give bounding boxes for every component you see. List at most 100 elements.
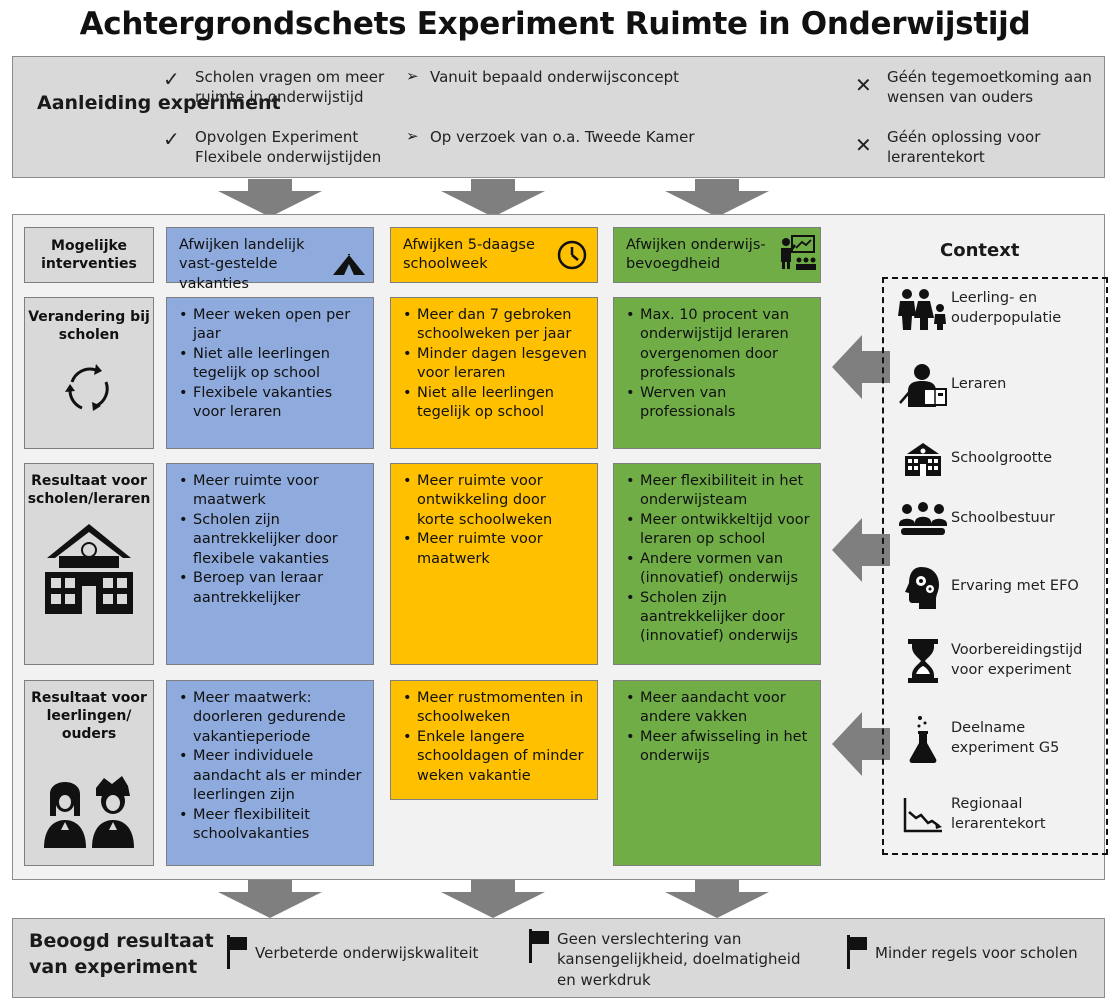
down-arrow-icon bbox=[441, 179, 545, 217]
row-label-interventies: Mogelijke interventies bbox=[24, 227, 154, 283]
list-item: Niet alle leerlingen tegelijk op school bbox=[403, 384, 587, 423]
down-arrow-icon bbox=[218, 880, 322, 918]
list-item: Scholen zijn aantrekkelijker door flexib… bbox=[179, 511, 363, 569]
intervention-schoolweek: Afwijken 5-daagse schoolweek bbox=[390, 227, 598, 283]
list-item: Flexibele vakanties voor leraren bbox=[179, 384, 363, 423]
reason-text: Géén oplossing voor lerarentekort bbox=[887, 128, 1041, 167]
resultaat-leerlingen-vakanties: Meer maatwerk: doorleren gedurende vakan… bbox=[166, 680, 374, 866]
list-item: Meer rustmomenten in schoolweken bbox=[403, 689, 587, 728]
context-label: Schoolgrootte bbox=[951, 450, 1053, 467]
list-item: Meer weken open per jaar bbox=[179, 306, 363, 345]
row-label-text: Resultaat voor leerlingen/ ouders bbox=[31, 690, 147, 743]
context-label: Deelname experiment G5 bbox=[951, 720, 1060, 756]
list-item: Niet alle leerlingen tegelijk op school bbox=[179, 345, 363, 384]
list-item: Minder dagen lesgeven voor leraren bbox=[403, 345, 587, 384]
down-arrow-icon bbox=[441, 880, 545, 918]
list-item: Werven van professionals bbox=[626, 384, 810, 423]
verandering-vakanties: Meer weken open per jaar Niet alle leerl… bbox=[166, 297, 374, 449]
family-icon bbox=[895, 288, 951, 330]
list-item: Meer ontwikkeltijd voor leraren op schoo… bbox=[626, 511, 810, 550]
context-item: Ervaring met EFO bbox=[895, 566, 1105, 609]
row-label-resultaat-leerlingen: Resultaat voor leerlingen/ ouders bbox=[24, 680, 154, 866]
row-label-text: Verandering bij scholen bbox=[28, 309, 150, 344]
context-label: Schoolbestuur bbox=[951, 510, 1055, 527]
flask-icon bbox=[895, 716, 951, 763]
context-label: Ervaring met EFO bbox=[951, 578, 1079, 595]
reason-text: Opvolgen Experiment Flexibele onderwijst… bbox=[195, 128, 382, 167]
list-item: Meer maatwerk: doorleren gedurende vakan… bbox=[179, 689, 363, 747]
group-icon bbox=[895, 498, 951, 540]
school-building-icon bbox=[45, 524, 133, 615]
resultaat-scholen-bevoegdheid: Meer flexibiliteit in het onderwijsteam … bbox=[613, 463, 821, 665]
reason-item: ✓ Scholen vragen om meer ruimte in onder… bbox=[163, 67, 403, 108]
context-item: Schoolbestuur bbox=[895, 498, 1105, 540]
intervention-label: Afwijken 5-daagse schoolweek bbox=[403, 237, 535, 273]
goal-text: Geen verslechtering van kansengelijkheid… bbox=[557, 930, 801, 989]
intervention-vakanties: Afwijken landelijk vast-gestelde vakanti… bbox=[166, 227, 374, 292]
intervention-label: Afwijken onderwijs-bevoegdheid bbox=[626, 237, 766, 273]
teacher-icon bbox=[895, 364, 951, 407]
beoogd-heading: Beoogd resultaat van experiment bbox=[29, 930, 214, 978]
tent-icon bbox=[333, 254, 365, 275]
flag-icon bbox=[227, 935, 247, 969]
row-label-resultaat-scholen: Resultaat voor scholen/leraren bbox=[24, 463, 154, 665]
context-item: Leerling- en ouderpopulatie bbox=[895, 288, 1105, 330]
down-arrow-icon bbox=[665, 880, 769, 918]
context-box bbox=[882, 277, 1108, 855]
head-gears-icon bbox=[895, 566, 951, 609]
list-item: Meer ruimte voor ontwikkeling door korte… bbox=[403, 472, 587, 530]
list-item: Scholen zijn aantrekkelijker door (innov… bbox=[626, 589, 810, 647]
list-item: Meer individuele aandacht als er minder … bbox=[179, 747, 363, 805]
goal-item: Verbeterde onderwijskwaliteit bbox=[219, 935, 509, 969]
list-item: Meer flexibiliteit schoolvakanties bbox=[179, 806, 363, 845]
context-item: Voorbereidingstijd voor experiment bbox=[895, 639, 1105, 683]
reason-text: Op verzoek van o.a. Tweede Kamer bbox=[430, 128, 695, 146]
aanleiding-band: Aanleiding experiment ✓ Scholen vragen o… bbox=[12, 56, 1105, 178]
context-title: Context bbox=[940, 240, 1020, 261]
flag-icon bbox=[529, 929, 549, 963]
list-item: Meer afwisseling in het onderwijs bbox=[626, 728, 810, 767]
school-icon bbox=[895, 438, 951, 480]
cross-icon: ✕ bbox=[855, 133, 872, 157]
reason-text: Scholen vragen om meer ruimte in onderwi… bbox=[195, 68, 385, 107]
teacher-board-icon bbox=[781, 235, 816, 270]
context-label: Voorbereidingstijd voor experiment bbox=[951, 642, 1083, 678]
cross-icon: ✕ bbox=[855, 73, 872, 97]
context-item: Schoolgrootte bbox=[895, 438, 1105, 480]
reason-item: ✓ Opvolgen Experiment Flexibele onderwij… bbox=[163, 127, 403, 168]
goal-item: Minder regels voor scholen bbox=[839, 935, 1099, 969]
row-label-verandering: Verandering bij scholen bbox=[24, 297, 154, 449]
reason-item: ✕ Géén oplossing voor lerarentekort bbox=[855, 127, 1095, 168]
list-item: Beroep van leraar aantrekkelijker bbox=[179, 569, 363, 608]
intervention-label: Afwijken landelijk vast-gestelde vakanti… bbox=[179, 237, 305, 292]
row-label-text: Mogelijke interventies bbox=[41, 237, 137, 272]
context-label: Regionaal lerarentekort bbox=[951, 796, 1046, 832]
list-item: Max. 10 procent van onderwijstijd lerare… bbox=[626, 306, 810, 384]
left-arrow-icon bbox=[832, 712, 890, 776]
beoogd-band: Beoogd resultaat van experiment Verbeter… bbox=[12, 918, 1105, 998]
context-item: Leraren bbox=[895, 364, 1105, 407]
arrow-bullet-icon: ➢ bbox=[406, 127, 419, 145]
reason-text: Vanuit bepaald onderwijsconcept bbox=[430, 68, 680, 86]
down-arrow-icon bbox=[218, 179, 322, 217]
goal-item: Geen verslechtering van kansengelijkheid… bbox=[521, 929, 821, 990]
goal-text: Minder regels voor scholen bbox=[875, 944, 1078, 962]
verandering-schoolweek: Meer dan 7 gebroken schoolweken per jaar… bbox=[390, 297, 598, 449]
reason-text: Géén tegemoetkoming aan wensen van ouder… bbox=[887, 68, 1092, 107]
reason-item: ➢ Vanuit bepaald onderwijsconcept bbox=[406, 67, 726, 87]
row-label-text: Resultaat voor scholen/leraren bbox=[27, 473, 151, 508]
resultaat-leerlingen-bevoegdheid: Meer aandacht voor andere vakken Meer af… bbox=[613, 680, 821, 866]
verandering-bevoegdheid: Max. 10 procent van onderwijstijd lerare… bbox=[613, 297, 821, 449]
arrow-bullet-icon: ➢ bbox=[406, 67, 419, 85]
list-item: Meer flexibiliteit in het onderwijsteam bbox=[626, 472, 810, 511]
context-label: Leerling- en ouderpopulatie bbox=[951, 290, 1062, 326]
list-item: Meer ruimte voor maatwerk bbox=[179, 472, 363, 511]
declining-chart-icon bbox=[895, 794, 951, 836]
hourglass-icon bbox=[895, 639, 951, 683]
goal-text: Verbeterde onderwijskwaliteit bbox=[255, 944, 479, 962]
left-arrow-icon bbox=[832, 518, 890, 582]
reason-item: ✕ Géén tegemoetkoming aan wensen van oud… bbox=[855, 67, 1095, 108]
intervention-bevoegdheid: Afwijken onderwijs-bevoegdheid bbox=[613, 227, 821, 283]
list-item: Meer aandacht voor andere vakken bbox=[626, 689, 810, 728]
resultaat-scholen-schoolweek: Meer ruimte voor ontwikkeling door korte… bbox=[390, 463, 598, 665]
